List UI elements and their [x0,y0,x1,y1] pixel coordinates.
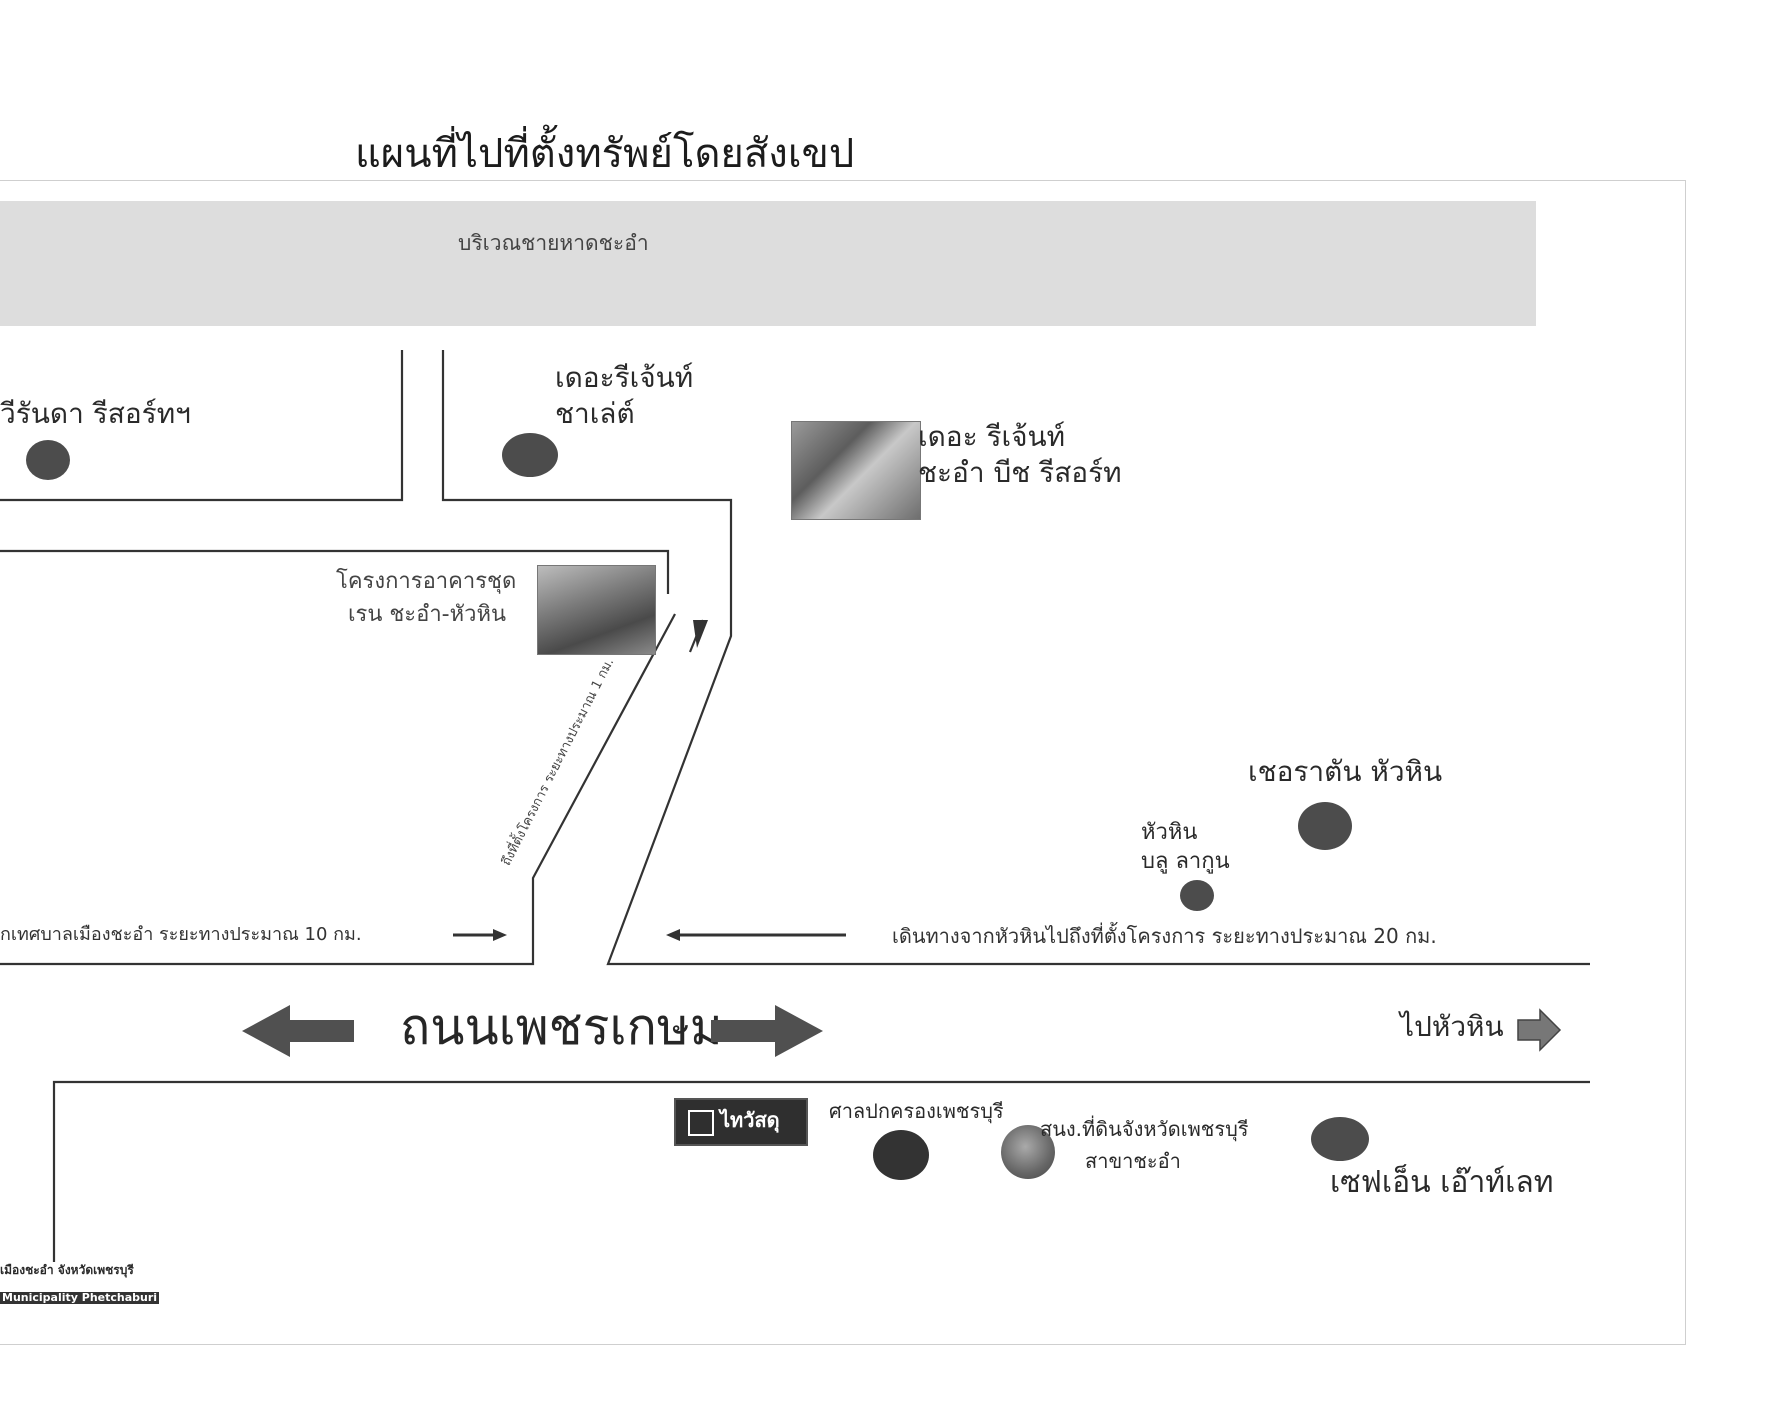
pin-sheraton [1298,802,1352,850]
thaiwatsadu-logo-icon [688,1110,714,1136]
road-veranda-block [0,350,404,502]
label-from-chaam: กเทศบาลเมืองชะอำ ระยะทางประมาณ 10 กม. [0,924,362,945]
label-land-office-1: สนง.ที่ดินจังหวัดเพชรบุรี [1040,1117,1249,1141]
pin-land-office [1001,1125,1055,1179]
pin-local-admin [873,1130,929,1180]
road-phetkasem-south [52,1080,1590,1262]
road-soi-main-east [441,350,1590,966]
map-frame [0,180,1686,1345]
beach-area-label: บริเวณชายหาดชะอำ [458,231,649,255]
road-soi-main-west [0,613,676,966]
road-name: ถนนเพชรเกษม [400,998,723,1056]
label-regent-chalet-2: ชาเล่ต์ [555,397,635,430]
label-from-huahin: เดินทางจากหัวหินไปถึงที่ตั้งโครงการ ระยะ… [892,924,1437,948]
arrow-left-phetkasem [242,1005,354,1057]
thaiwatsadu-logo-text: ไทวัสดุ [720,1108,780,1132]
arrow-right-phetkasem [711,1005,823,1057]
arrow-from-chaam-head [493,929,507,941]
label-to-hua-hin: ไปหัวหิน [1400,1010,1504,1043]
label-land-office-2: สาขาชะอำ [1085,1149,1181,1173]
label-project-2: เรน ชะอำ-หัวหิน [348,602,507,627]
label-municipality-2: Municipality Phetchaburi [0,1291,160,1305]
pin-regent-chalet [502,433,558,477]
label-six-senses: เซฟเอ็น เอ๊าท์เลท [1330,1165,1554,1200]
thaiwatsadu-logo: ไทวัสดุ [674,1098,808,1146]
photo-project-logo [537,565,656,655]
arrow-to-project [693,620,708,648]
label-regent-beach-2: ชะอำ บีช รีสอร์ท [918,456,1122,489]
road-project-block [0,549,670,594]
arrow-from-huahin-head [666,929,680,941]
label-project-1: โครงการอาคารชุด [336,569,517,594]
photo-regent-beach-resort [791,421,921,520]
pin-six-senses [1311,1117,1369,1161]
label-municipality-1: เมืองชะอำ จังหวัดเพชรบุรี [0,1263,134,1277]
label-blue-lagoon-1: หัวหิน [1141,820,1198,845]
label-sheraton: เชอราตัน หัวหิน [1248,755,1443,788]
map-title: แผนที่ไปที่ตั้งทรัพย์โดยสังเขป [355,131,855,177]
label-regent-beach-1: เดอะ รีเจ้นท์ [918,420,1066,453]
pin-veranda-resort [26,440,70,480]
label-regent-chalet-1: เดอะรีเจ้นท์ [555,361,694,394]
label-veranda-resort: วีรันดา รีสอร์ทฯ [0,397,191,430]
label-blue-lagoon-2: บลู ลากูน [1141,849,1230,874]
to-hua-hin-arrow [1517,1008,1562,1052]
label-local-admin: ศาลปกครองเพชรบุรี [829,1099,1004,1123]
pin-blue-lagoon [1180,880,1214,911]
beach-area [0,201,1536,326]
